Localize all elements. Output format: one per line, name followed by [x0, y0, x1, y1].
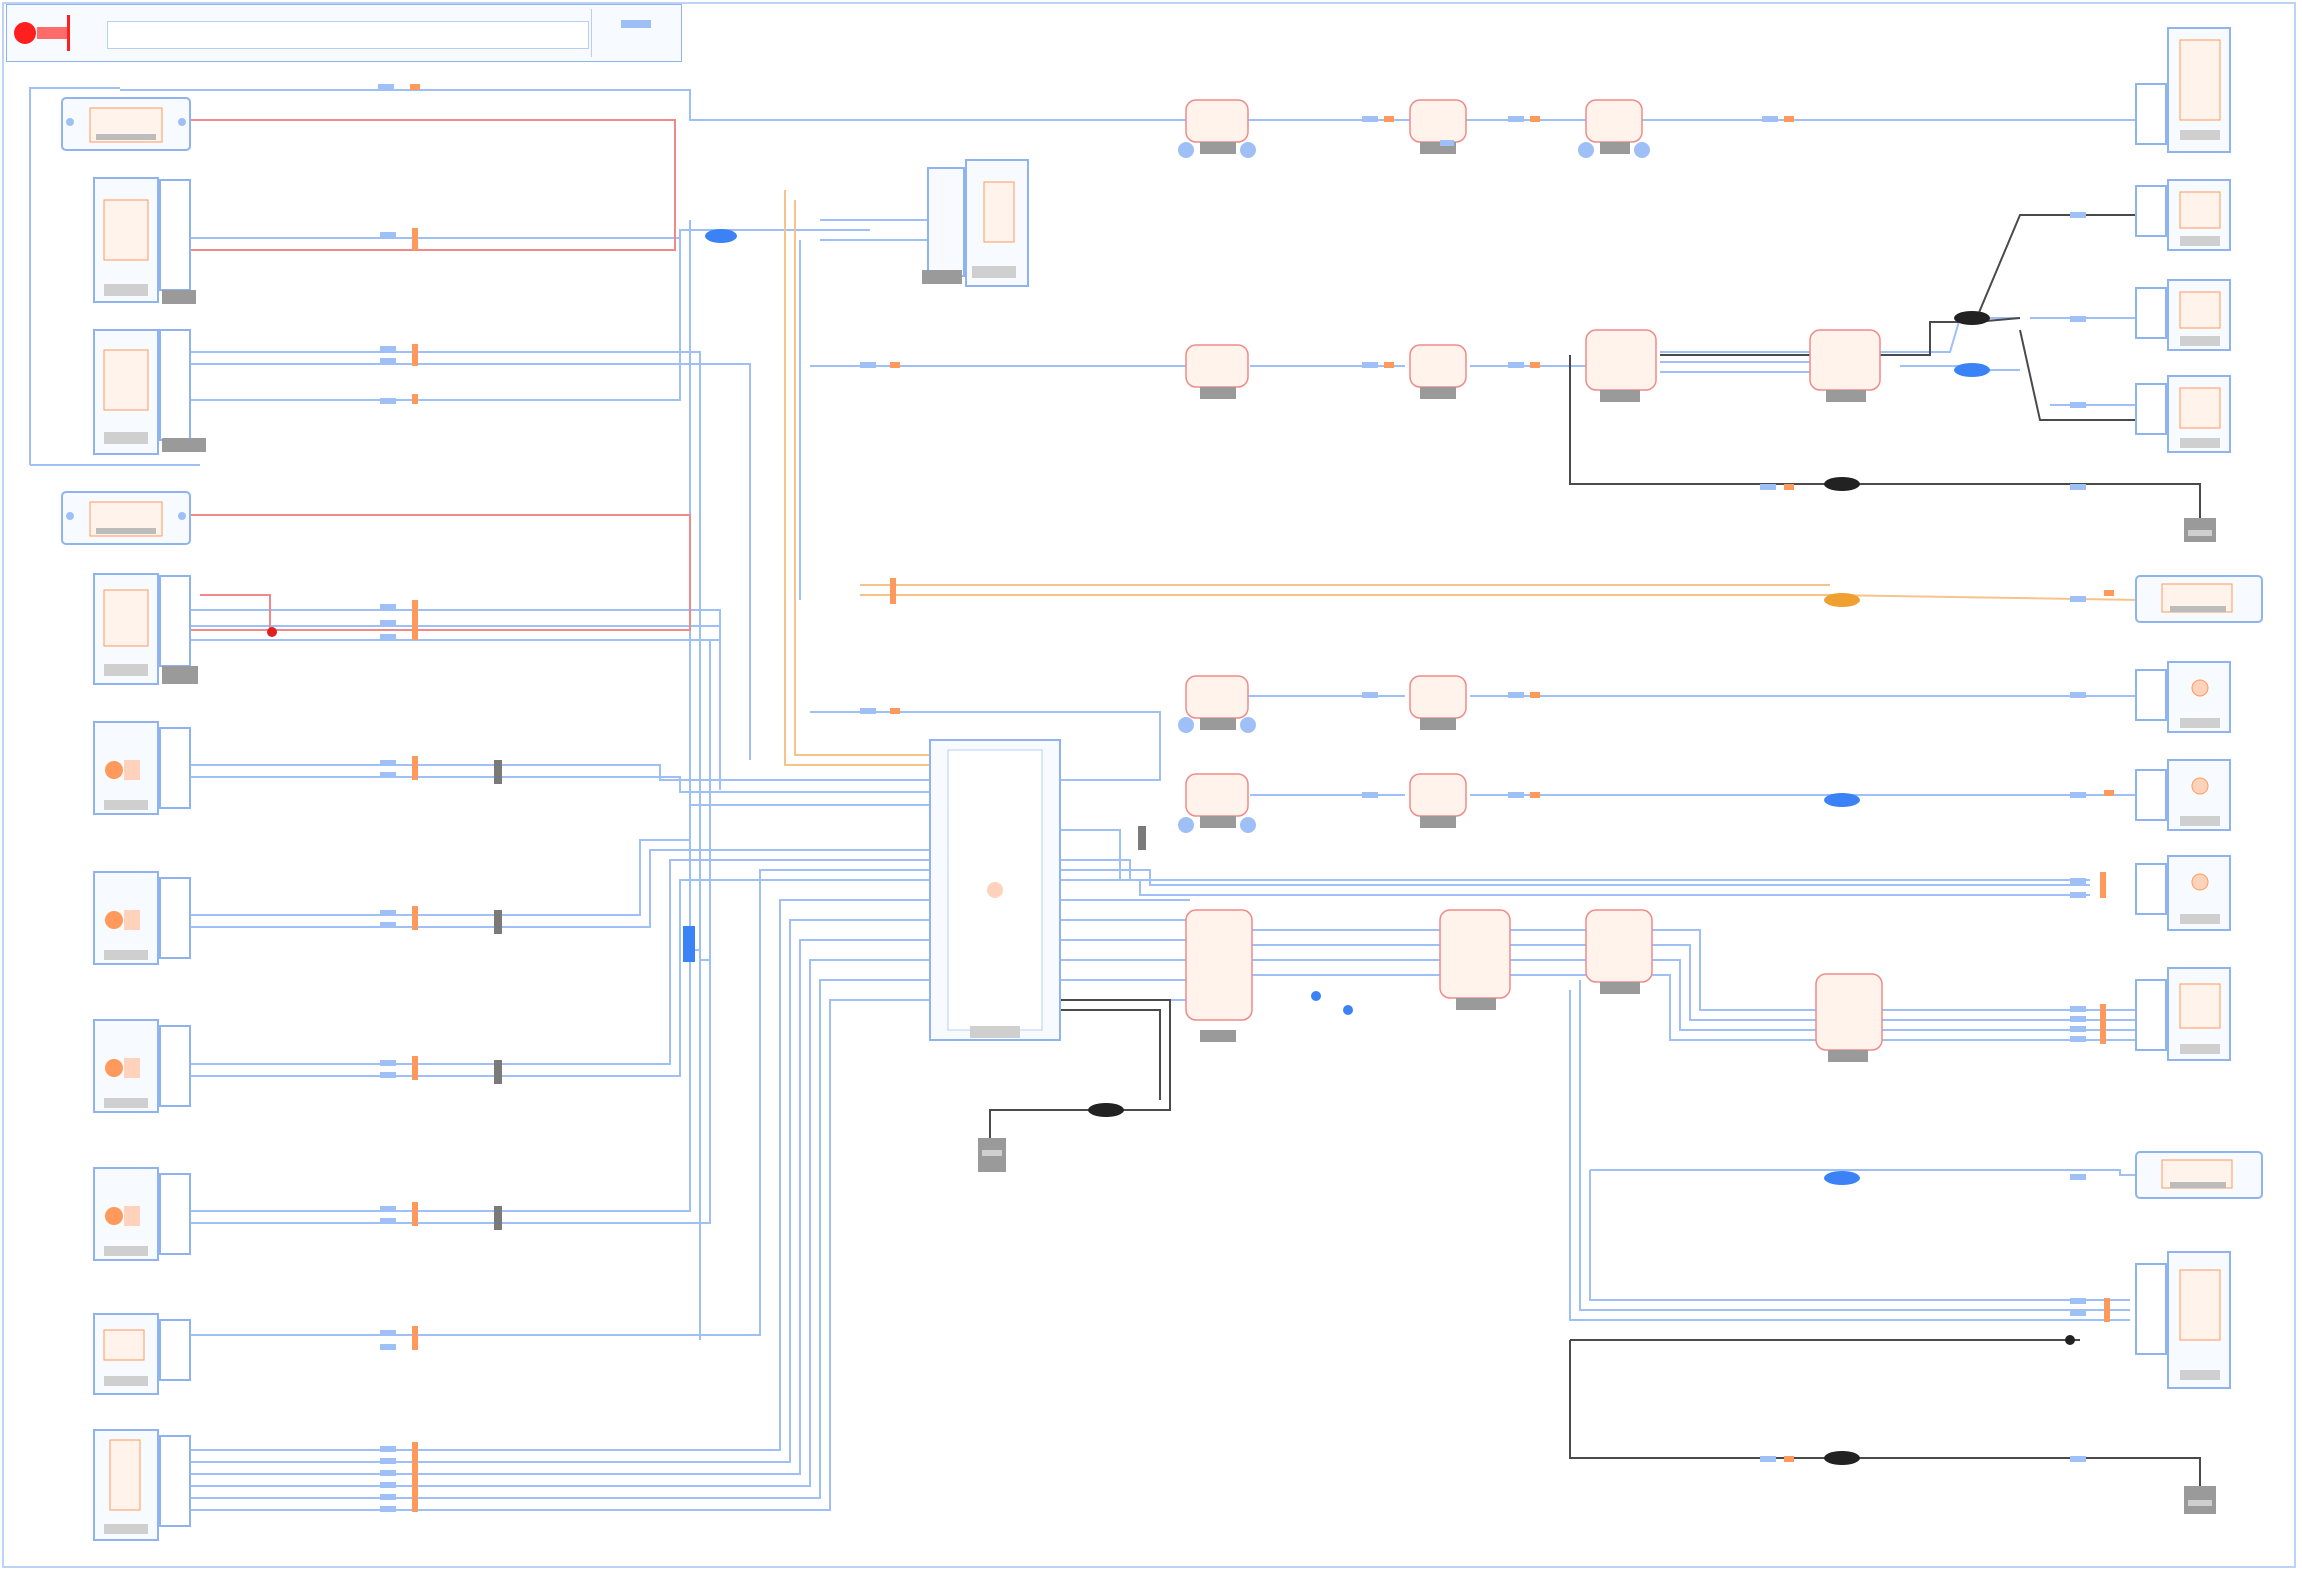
title-block — [6, 4, 682, 62]
splice-nodes — [267, 229, 2075, 1465]
control-unit — [929, 739, 1061, 1041]
ground-1 — [2184, 518, 2216, 542]
module-top — [2135, 27, 2231, 153]
sensor-1 — [93, 1313, 191, 1395]
connectors — [1185, 99, 1883, 1051]
module-bottom — [2135, 1251, 2231, 1389]
motor-2 — [93, 871, 191, 965]
brand-logo-icon — [14, 15, 70, 51]
relay-2 — [93, 329, 206, 455]
connector-tags — [1200, 142, 1868, 1062]
actuator-1 — [2135, 179, 2231, 251]
fuse-holder-1 — [61, 97, 191, 151]
relay-1 — [93, 177, 196, 304]
relay-3 — [93, 573, 198, 685]
fuse-holder-2 — [61, 491, 191, 545]
lamp-1 — [2135, 661, 2231, 733]
wires-black — [989, 214, 2201, 1490]
fuse-holder-3 — [2135, 575, 2263, 623]
sheet-reference-bar — [620, 20, 651, 28]
switch-1 — [93, 1429, 191, 1541]
fuse-holder-4 — [2135, 1151, 2263, 1199]
motor-1 — [93, 721, 191, 815]
lamp-3 — [2135, 855, 2231, 931]
motor-3 — [93, 1019, 191, 1113]
sheet-reference — [591, 9, 679, 57]
ground-3 — [978, 1138, 1006, 1172]
module-mid — [2135, 967, 2231, 1061]
wires-red — [190, 119, 691, 632]
connector-end-caps — [1178, 142, 1650, 833]
motor-4 — [93, 1167, 191, 1261]
actuator-2 — [2135, 279, 2231, 351]
actuator-3 — [2135, 375, 2231, 453]
diagram-title — [107, 21, 589, 49]
relay-top-center — [922, 159, 1029, 287]
inline-markers — [378, 84, 2114, 1512]
ground-2 — [2184, 1486, 2216, 1514]
lamp-2 — [2135, 759, 2231, 831]
